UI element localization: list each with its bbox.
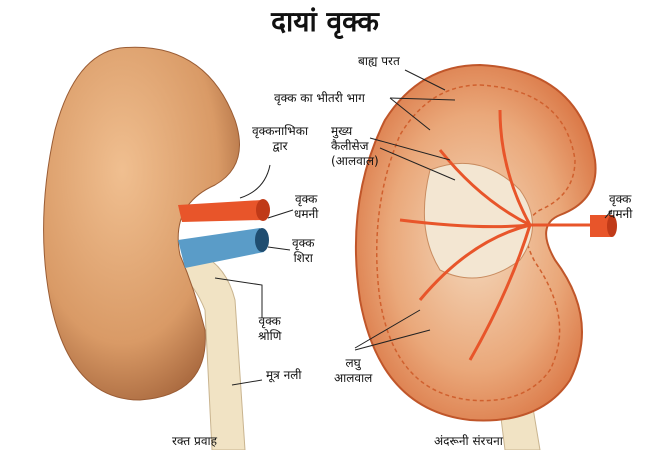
- arteries: [399, 109, 600, 361]
- label-minor-line1: लघु: [345, 356, 361, 370]
- caption-blood-flow: रक्त प्रवाह: [172, 434, 217, 448]
- caption-internal-structure: अंदरूनी संरचना: [434, 434, 503, 448]
- label-vein-line1: वृक्क: [292, 236, 315, 250]
- label-renal-artery-left: वृक्क धमनी: [294, 192, 318, 222]
- label-artery-right-line2: धमनी: [608, 207, 633, 221]
- label-outer-layer: बाह्य परत: [358, 54, 400, 68]
- renal-sinus: [423, 162, 533, 279]
- label-ureter: मूत्र नली: [266, 368, 302, 382]
- label-renal-artery-right: वृक्क धमनी: [608, 192, 632, 222]
- label-major-calyces-line1: मुख्य: [331, 124, 353, 138]
- label-hilum-line2: द्वार: [272, 139, 288, 153]
- label-pelvis-line1: वृक्क: [258, 314, 281, 328]
- label-minor-line2: आलवाल: [334, 371, 373, 385]
- renal-artery-left: [178, 200, 262, 222]
- label-minor-calyces: लघु आलवाल: [334, 356, 372, 386]
- page-title: दायां वृक्क: [271, 5, 379, 38]
- label-major-calyces: मुख्य कैलीसेज (आलवाल): [331, 124, 379, 169]
- label-artery-right-line1: वृक्क: [608, 192, 632, 206]
- label-artery-line1: वृक्क: [294, 192, 318, 206]
- label-artery-line2: धमनी: [294, 207, 319, 221]
- label-hilum-line1: वृक्कनाभिका: [252, 124, 309, 138]
- label-vein-line2: शिरा: [293, 251, 313, 265]
- label-renal-vein: वृक्क शिरा: [292, 236, 314, 266]
- label-major-calyces-line2: कैलीसेज: [331, 139, 369, 153]
- renal-vein: [178, 228, 264, 268]
- label-hilum: वृक्कनाभिका द्वार: [252, 124, 308, 154]
- label-major-calyces-line3: (आलवाल): [331, 154, 379, 168]
- label-inner-part: वृक्क का भीतरी भाग: [274, 91, 365, 105]
- label-pelvis-line2: श्रोणि: [258, 329, 282, 343]
- label-renal-pelvis: वृक्क श्रोणि: [258, 314, 281, 344]
- external-kidney: [43, 46, 240, 401]
